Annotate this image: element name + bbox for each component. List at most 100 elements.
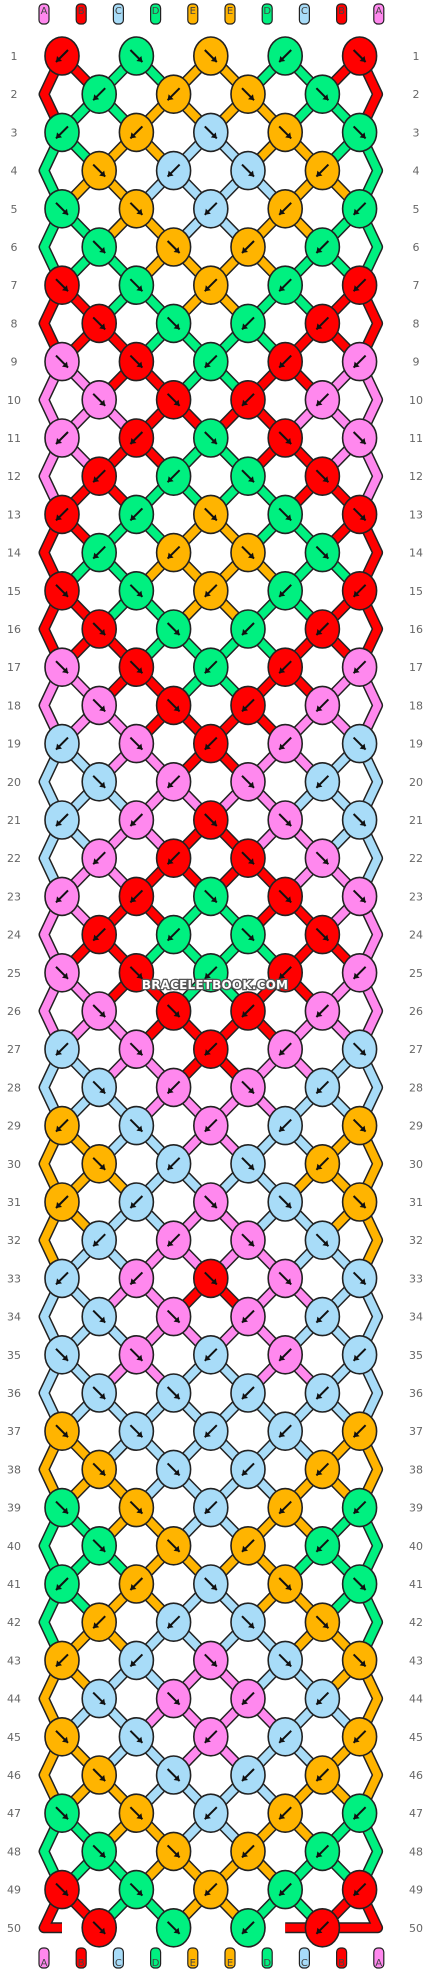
strand-tab-swatch <box>150 3 162 25</box>
strand-tab-swatch <box>373 1947 385 1969</box>
knot <box>193 36 229 76</box>
knot <box>118 1564 155 1604</box>
knot <box>230 838 266 879</box>
knot <box>230 609 266 649</box>
row-number-right: 20 <box>409 776 423 789</box>
row-number-right: 5 <box>413 203 420 216</box>
row-number-right: 27 <box>409 1043 423 1056</box>
knot-arrow-head <box>359 1125 366 1132</box>
knot <box>230 74 266 114</box>
strand-tab-swatch <box>112 3 125 25</box>
knot <box>267 189 304 229</box>
strand-letter: E <box>227 1958 233 1969</box>
strand-tab-swatch <box>373 3 385 25</box>
knot-arrow-head <box>130 896 137 903</box>
strand-tab-top: D <box>261 3 273 25</box>
strand-letter: E <box>190 1958 196 1969</box>
knot-arrow-head <box>173 1775 180 1781</box>
knot <box>44 1411 80 1451</box>
knot <box>44 1564 80 1604</box>
knot-arrow-head <box>242 1775 248 1781</box>
knot-arrow-head <box>322 94 329 101</box>
knot <box>304 1526 341 1566</box>
strand-letter: E <box>227 6 233 17</box>
knot <box>267 1258 304 1299</box>
knot-arrow-head <box>56 1125 62 1132</box>
knot <box>44 876 80 917</box>
knot-arrow-head <box>359 743 366 750</box>
knot <box>118 265 155 306</box>
knot-arrow-head <box>204 1736 211 1743</box>
knot <box>118 36 155 76</box>
knot <box>341 341 378 382</box>
knot-arrow-head <box>353 972 360 979</box>
knot <box>304 1755 341 1795</box>
knot <box>267 36 304 76</box>
knot <box>193 418 229 458</box>
knot-arrow-head <box>242 1469 248 1476</box>
knot <box>304 991 341 1031</box>
row-number-left: 11 <box>7 432 21 445</box>
knot <box>155 74 192 114</box>
strand-letter: E <box>190 6 196 17</box>
knot-arrow-head <box>173 399 180 406</box>
knot-arrow-head <box>130 438 137 444</box>
row-number-right: 6 <box>413 241 420 254</box>
strand-tab-bottom: D <box>261 1947 273 1969</box>
knot-arrow-head <box>204 361 211 368</box>
row-number-left: 25 <box>7 967 21 980</box>
knot <box>230 1908 266 1948</box>
strand-tab-top: A <box>38 3 50 25</box>
knot <box>267 1182 304 1222</box>
knot <box>193 570 229 611</box>
strand-tab-swatch <box>150 1947 162 1969</box>
knot-arrow-head <box>204 208 211 215</box>
knot <box>341 1182 378 1222</box>
knot-arrow-head <box>279 1889 286 1896</box>
knot <box>230 1449 266 1490</box>
knot-arrow-head <box>279 56 286 62</box>
knot-arrow-head <box>56 1049 62 1056</box>
knot-arrow-head <box>279 208 286 215</box>
knot <box>193 1869 229 1910</box>
knot <box>193 1640 229 1681</box>
knot <box>267 1411 304 1451</box>
knot-arrow-head <box>167 94 174 101</box>
knot-arrow-head <box>248 1622 254 1629</box>
knot-arrow-head <box>316 1163 323 1170</box>
knot <box>193 647 229 688</box>
row-number-right: 47 <box>409 1807 423 1820</box>
knot <box>230 532 266 573</box>
knot-arrow-head <box>285 132 292 139</box>
row-number-right: 24 <box>409 929 423 942</box>
knot <box>341 1564 378 1604</box>
knot <box>81 227 117 267</box>
knot <box>304 227 341 267</box>
knot-arrow-head <box>285 514 292 521</box>
knot-arrow-head <box>93 94 100 101</box>
knot <box>118 800 155 840</box>
row-number-left: 7 <box>11 279 18 292</box>
knot <box>155 1449 192 1490</box>
knot-arrow-head <box>353 208 360 215</box>
row-number-left: 21 <box>7 814 21 827</box>
knot <box>193 723 229 764</box>
strand-letter: A <box>41 1958 48 1969</box>
knot <box>155 1144 192 1184</box>
knot <box>118 341 155 382</box>
knot <box>304 1144 341 1184</box>
row-number-right: 31 <box>409 1196 423 1209</box>
knot-arrow-head <box>353 1889 360 1896</box>
knot <box>341 647 378 688</box>
row-number-left: 39 <box>7 1502 21 1515</box>
knot <box>44 1335 80 1375</box>
strand-tab-swatch <box>261 3 273 25</box>
row-number-left: 35 <box>7 1349 21 1362</box>
knot <box>155 1220 192 1260</box>
knot-arrow-head <box>359 820 366 826</box>
strand-tab-bottom: A <box>38 1947 50 1969</box>
knot <box>44 723 80 764</box>
row-number-left: 43 <box>7 1654 21 1667</box>
knot-arrow-head <box>353 1431 360 1438</box>
